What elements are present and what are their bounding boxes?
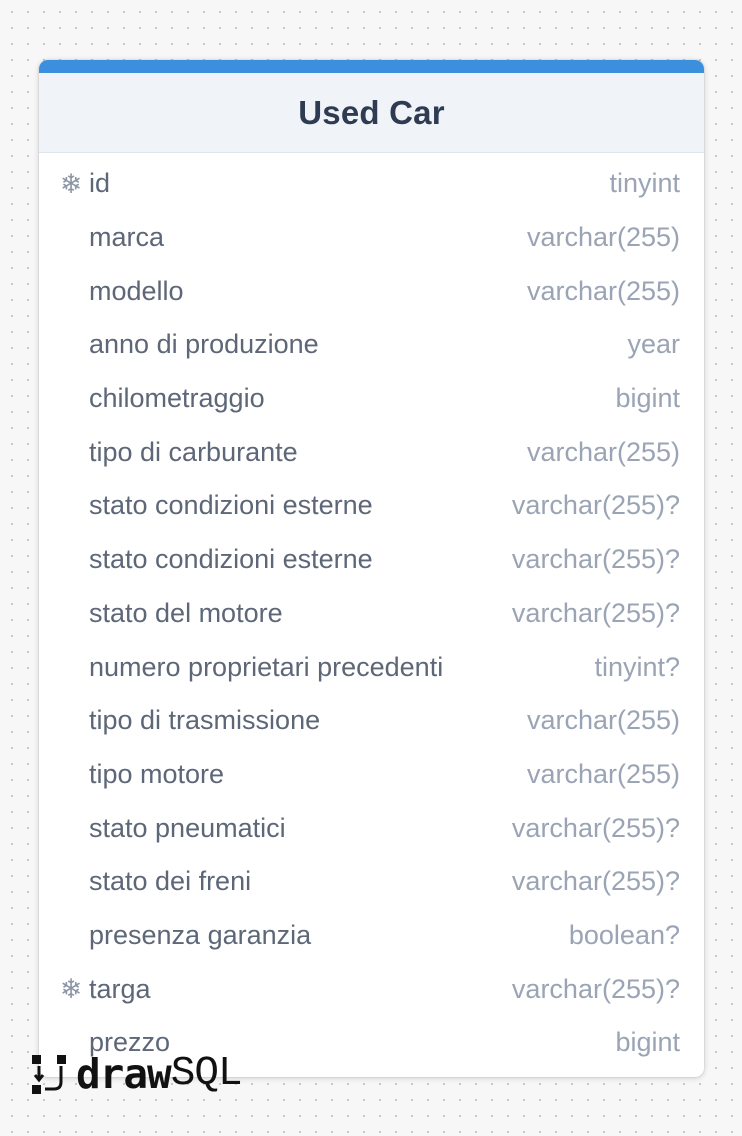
column-type: year <box>627 329 680 360</box>
column-name: anno di produzione <box>89 329 319 360</box>
column-type: varchar(255)? <box>511 544 680 575</box>
table-row[interactable]: tipo motore varchar(255) <box>39 748 704 802</box>
table-row[interactable]: anno di produzione year <box>39 318 704 372</box>
column-type: bigint <box>615 383 680 414</box>
column-type: varchar(255)? <box>511 597 680 628</box>
table-row[interactable]: marca varchar(255) <box>39 211 704 265</box>
column-type: bigint <box>615 1027 680 1058</box>
column-name: marca <box>89 222 165 253</box>
table-header[interactable]: Used Car <box>39 73 704 153</box>
column-name: stato pneumatici <box>89 812 286 843</box>
column-type: varchar(255) <box>526 222 680 253</box>
table-row[interactable]: prezzo bigint <box>39 1016 704 1070</box>
table-row[interactable]: tipo di trasmissione varchar(255) <box>39 694 704 748</box>
column-type: tinyint <box>609 168 680 199</box>
column-name: tipo di carburante <box>89 436 298 467</box>
logo-text-sql: SQL <box>170 1051 243 1097</box>
column-name: stato condizioni esterne <box>89 544 373 575</box>
table-row[interactable]: stato condizioni esterne varchar(255)? <box>39 479 704 533</box>
column-type: varchar(255)? <box>511 490 680 521</box>
column-name: numero proprietari precedenti <box>89 651 444 682</box>
column-type: varchar(255) <box>526 758 680 789</box>
column-type: boolean? <box>568 919 680 950</box>
column-name: stato condizioni esterne <box>89 490 373 521</box>
column-name: id <box>89 168 111 199</box>
table-row[interactable]: stato del motore varchar(255)? <box>39 587 704 641</box>
column-type: varchar(255)? <box>511 973 680 1004</box>
column-name: prezzo <box>89 1027 171 1058</box>
column-type: varchar(255) <box>526 436 680 467</box>
snowflake-icon: ❄ <box>59 974 83 1005</box>
column-type: varchar(255)? <box>511 866 680 897</box>
table-row[interactable]: modello varchar(255) <box>39 264 704 318</box>
column-name: targa <box>89 973 151 1004</box>
drawsql-logo-icon <box>32 1055 66 1094</box>
logo-text-draw: draw <box>76 1050 172 1098</box>
table-row[interactable]: ❄targa varchar(255)? <box>39 962 704 1016</box>
column-name: tipo motore <box>89 758 225 789</box>
table-row[interactable]: stato pneumatici varchar(255)? <box>39 801 704 855</box>
column-name: presenza garanzia <box>89 919 312 950</box>
table-row[interactable]: numero proprietari precedenti tinyint? <box>39 640 704 694</box>
table-row[interactable]: chilometraggio bigint <box>39 372 704 426</box>
column-type: varchar(255)? <box>511 812 680 843</box>
column-name: modello <box>89 275 184 306</box>
column-name: tipo di trasmissione <box>89 705 321 736</box>
table-row[interactable]: presenza garanzia boolean? <box>39 909 704 963</box>
column-name: chilometraggio <box>89 383 265 414</box>
snowflake-icon: ❄ <box>59 168 83 199</box>
table-row[interactable]: stato condizioni esterne varchar(255)? <box>39 533 704 587</box>
column-type: varchar(255) <box>526 275 680 306</box>
column-name: stato dei freni <box>89 866 252 897</box>
table-row[interactable]: stato dei freni varchar(255)? <box>39 855 704 909</box>
table-row[interactable]: ❄id tinyint <box>39 157 704 211</box>
table-row[interactable]: tipo di carburante varchar(255) <box>39 425 704 479</box>
column-type: tinyint? <box>594 651 680 682</box>
column-type: varchar(255) <box>526 705 680 736</box>
table-accent-bar <box>39 60 704 73</box>
table-title: Used Car <box>298 93 445 131</box>
column-name: stato del motore <box>89 597 283 628</box>
